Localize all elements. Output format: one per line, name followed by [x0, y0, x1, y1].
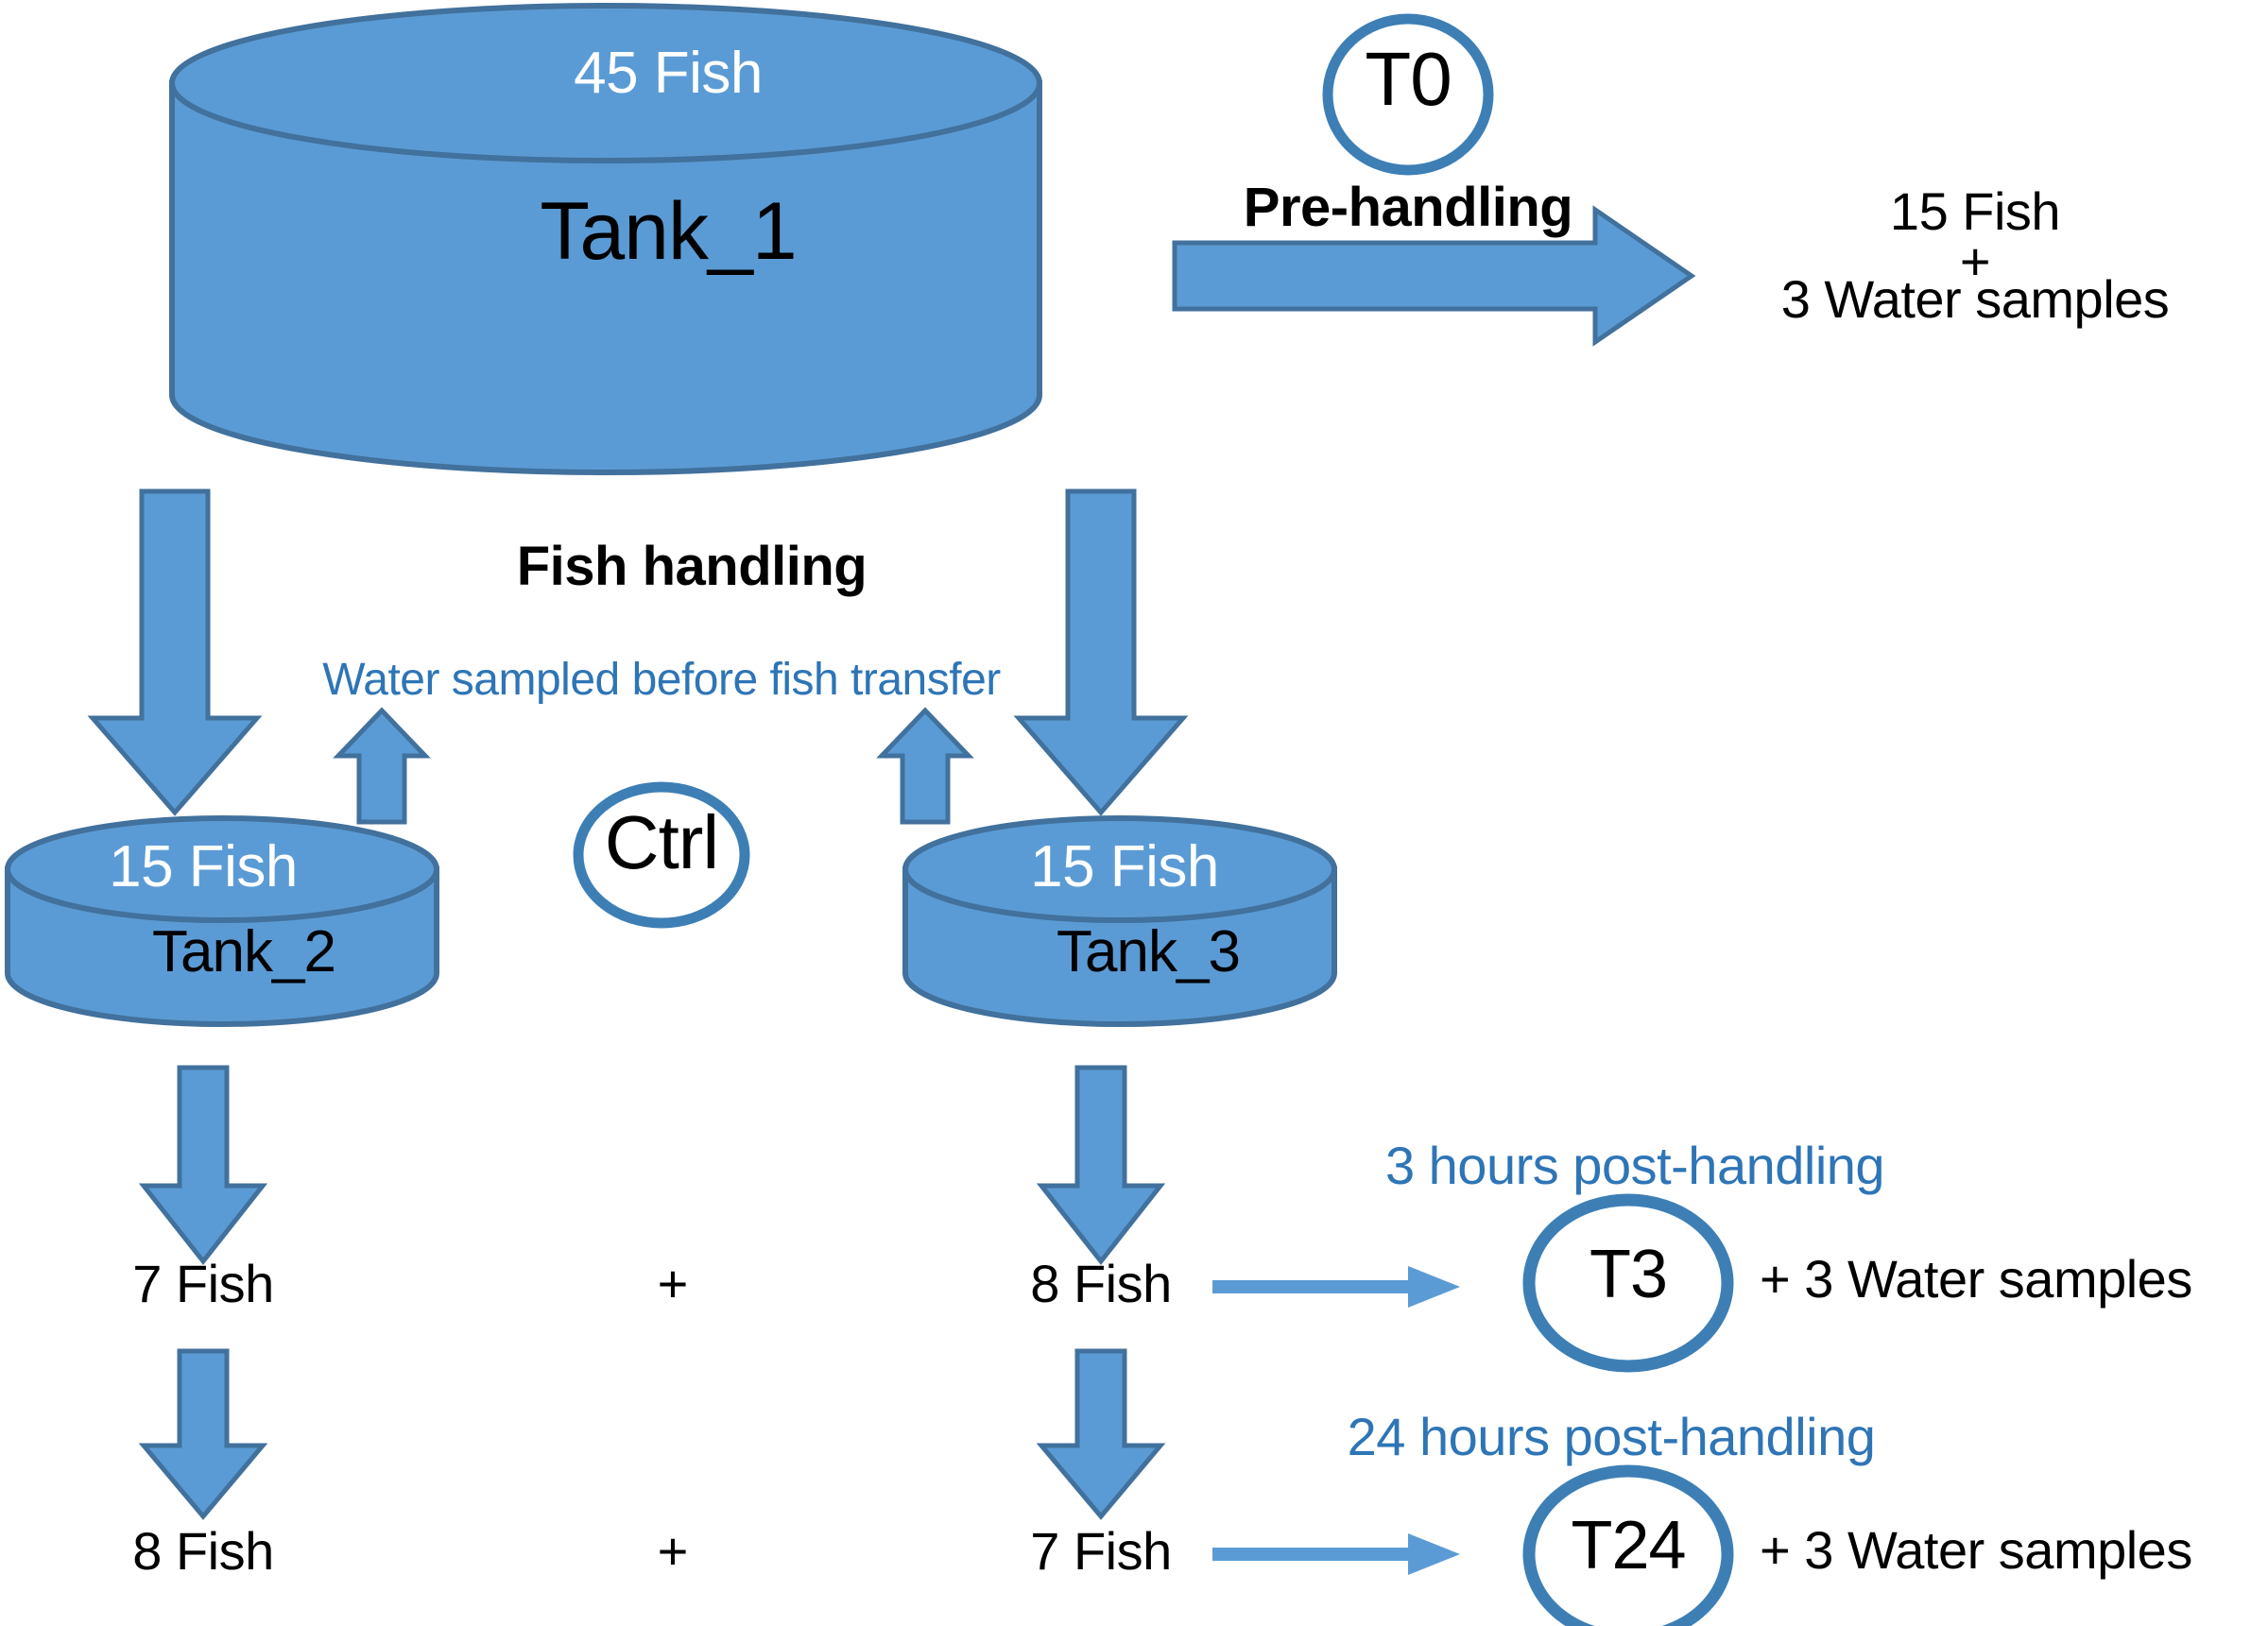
row1-to-t3-connector [1212, 1266, 1460, 1308]
ctrl-badge-label: Ctrl [604, 800, 719, 884]
t3-water-samples: + 3 Water samples [1760, 1249, 2192, 1309]
tank3-cylinder [902, 815, 1337, 1027]
tank3-to-row1-arrow [1036, 1065, 1166, 1266]
row2-tank2-fish: 8 Fish [132, 1521, 274, 1581]
water-sample-arrow-left [333, 707, 431, 825]
tank2-fish-count: 15 Fish [109, 834, 298, 899]
tank3-name: Tank_3 [1057, 919, 1241, 984]
tank2-name: Tank_2 [152, 919, 336, 984]
t3-badge-circle [1522, 1193, 1734, 1373]
tank2-to-row1-arrow [138, 1065, 268, 1266]
tank2-cylinder [5, 815, 439, 1027]
row1-tank3-fish: 8 Fish [1030, 1254, 1172, 1313]
t24-caption: 24 hours post-handling [1347, 1407, 1876, 1466]
t24-badge-circle [1522, 1464, 1734, 1626]
row2-tank3-fish: 7 Fish [1030, 1521, 1172, 1581]
tank1-name: Tank_1 [540, 186, 797, 277]
t24-badge-label: T24 [1571, 1508, 1686, 1583]
tank1-fish-count: 45 Fish [574, 41, 763, 106]
fish-handling-label: Fish handling [516, 536, 868, 597]
water-sampled-note: Water sampled before fish transfer [322, 655, 1001, 705]
t24-water-samples: + 3 Water samples [1760, 1520, 2192, 1580]
tank1-to-tank2-arrow [87, 488, 263, 816]
t3-badge-label: T3 [1589, 1237, 1668, 1312]
t0-output-plus: + [1959, 231, 1991, 291]
row1-to-row2-arrow-left [138, 1348, 268, 1520]
water-sample-arrow-right [876, 707, 974, 825]
row2-plus: + [657, 1521, 689, 1581]
row2-to-t24-connector [1212, 1533, 1460, 1575]
t0-badge-label: T0 [1365, 37, 1452, 121]
tank3-fish-count: 15 Fish [1030, 834, 1219, 899]
row1-to-row2-arrow-right [1036, 1348, 1166, 1520]
pre-handling-caption: Pre-handling [1243, 177, 1573, 238]
row1-plus: + [657, 1254, 689, 1313]
row1-tank2-fish: 7 Fish [132, 1254, 274, 1313]
tank1-cylinder [169, 3, 1042, 475]
ctrl-badge-circle [573, 781, 750, 929]
tank1-to-tank3-arrow [1013, 488, 1189, 816]
t3-caption: 3 hours post-handling [1384, 1136, 1885, 1195]
pre-handling-arrow [1172, 205, 1696, 347]
t0-output-water-samples: 3 Water samples [1780, 269, 2170, 329]
t0-badge-circle [1322, 13, 1494, 176]
t0-output-fish: 15 Fish [1889, 181, 2061, 241]
